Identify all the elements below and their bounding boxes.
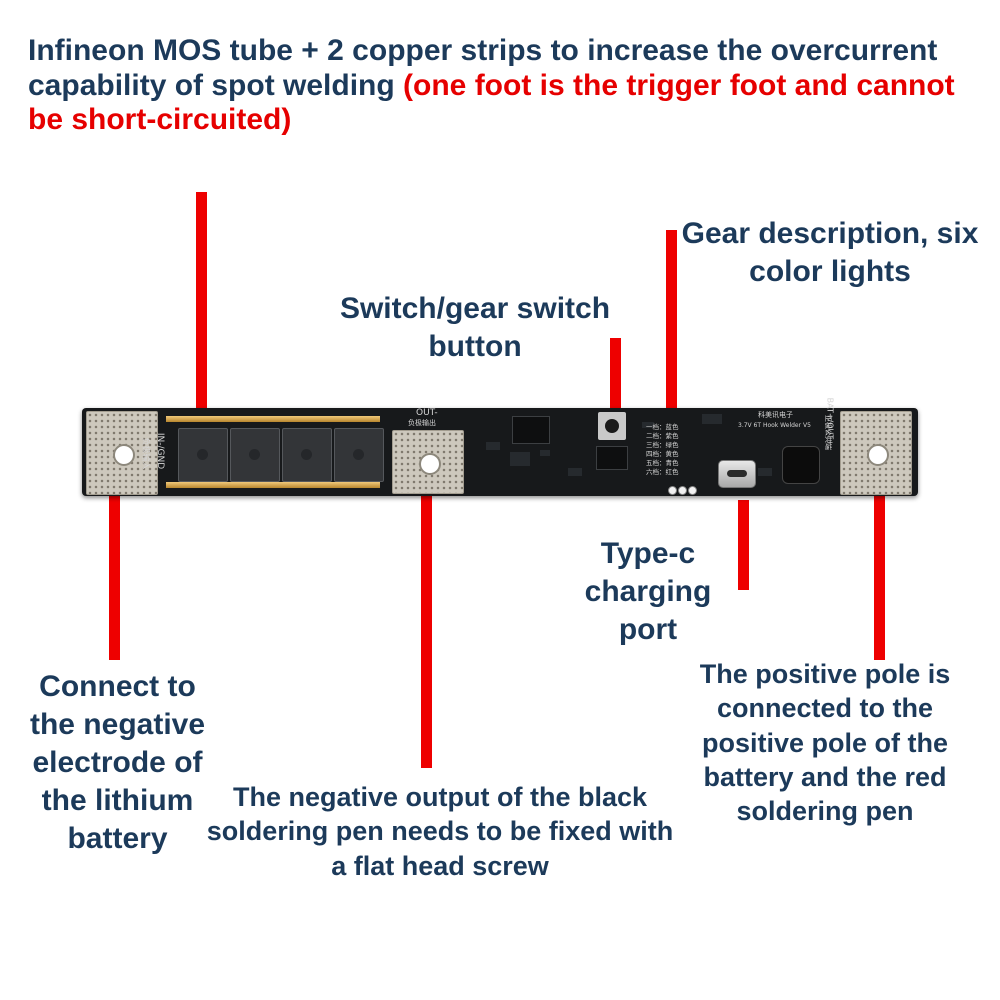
positive-pole-label: The positive pole is connected to the po… xyxy=(699,659,951,827)
mos-tube-dot xyxy=(301,449,312,460)
out-silk: OUT- xyxy=(416,408,438,418)
gear-line-5: 五档：青色 xyxy=(646,459,679,467)
model-silk: 3.7V 6T Hook Welder V5 xyxy=(738,422,811,429)
spot-welder-board: IN-/GND 负极输入 OUT- 负极输出 一档：蓝色 二档：紫色 三档：绿色… xyxy=(82,398,918,496)
control-chip xyxy=(512,416,550,444)
copper-strip-bottom xyxy=(166,482,380,488)
in-gnd-silk-cn: 负极输入 xyxy=(141,437,151,470)
typec-slot xyxy=(727,470,747,477)
gear-description-silk: 一档：蓝色 二档：紫色 三档：绿色 四档：黄色 五档：青色 六档：红色 xyxy=(646,423,679,477)
switch-pointer xyxy=(610,338,621,416)
gear-line-4: 四档：黄色 xyxy=(646,450,679,458)
smd-component xyxy=(540,450,550,456)
header-pin xyxy=(688,486,697,495)
smd-component xyxy=(642,422,654,428)
copper-strip-top xyxy=(166,416,380,422)
negative-output-label: The negative output of the black solderi… xyxy=(206,782,674,881)
title-main: Infineon MOS tube + 2 copper strips to i… xyxy=(28,34,938,102)
mos-tube-1 xyxy=(178,428,228,482)
bat-out-silk-cn: 正极公共端 xyxy=(824,415,832,450)
header-pin xyxy=(678,486,687,495)
brand-silk: 科美讯电子 xyxy=(758,411,793,419)
gear-line-3: 三档：绿色 xyxy=(646,441,679,449)
typec-port-label: Type-c charging port xyxy=(584,537,712,647)
negative-input-hole xyxy=(113,444,135,466)
typec-pointer xyxy=(738,500,749,590)
positive-pad xyxy=(840,411,912,495)
smd-component xyxy=(486,442,500,450)
mcu-chip xyxy=(596,446,628,470)
negative-output-hole xyxy=(419,453,441,475)
positive-hole xyxy=(867,444,889,466)
gear-line-2: 二档：紫色 xyxy=(646,432,679,440)
mos-pointer xyxy=(196,192,207,446)
page-title: Infineon MOS tube + 2 copper strips to i… xyxy=(28,34,978,138)
negative-output-pad xyxy=(392,430,464,494)
mos-tube-dot xyxy=(353,449,364,460)
gear-pointer xyxy=(666,230,677,414)
out-silk-cn: 负极输出 xyxy=(408,419,436,427)
title-warning: (one foot is the trigger foot and cannot… xyxy=(28,68,955,137)
in-gnd-silk: IN-/GND xyxy=(155,432,166,470)
inductor xyxy=(782,446,820,484)
typec-port[interactable] xyxy=(718,460,756,488)
smd-component xyxy=(702,414,722,424)
smd-component xyxy=(568,468,582,476)
negative-electrode-pointer xyxy=(109,474,120,660)
smd-component xyxy=(510,452,530,466)
smd-component xyxy=(758,468,772,476)
mos-tube-dot xyxy=(249,449,260,460)
mos-tube-4 xyxy=(334,428,384,482)
negative-electrode-label: Connect to the negative electrode of the… xyxy=(29,670,206,856)
negative-input-pad xyxy=(86,411,158,495)
gear-line-1: 一档：蓝色 xyxy=(646,423,679,431)
gear-description-label: Gear description, six color lights xyxy=(681,217,979,289)
gear-switch-button[interactable] xyxy=(598,412,626,440)
gear-line-6: 六档：红色 xyxy=(646,468,679,476)
negative-output-pointer xyxy=(421,488,432,768)
header-pin xyxy=(668,486,677,495)
mos-tube-dot xyxy=(197,449,208,460)
button-knob xyxy=(605,419,619,433)
mos-tube-2 xyxy=(230,428,280,482)
positive-pole-pointer xyxy=(874,466,885,660)
switch-button-label: Switch/gear switch button xyxy=(339,292,611,364)
mos-tube-3 xyxy=(282,428,332,482)
